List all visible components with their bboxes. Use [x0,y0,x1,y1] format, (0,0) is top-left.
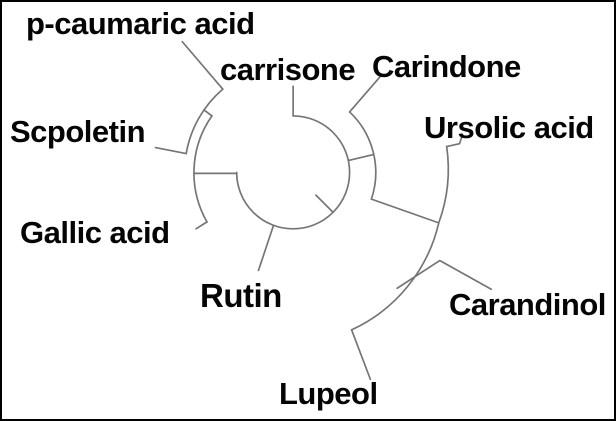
left-inner-arc [193,115,213,223]
far-right-arc-lower [350,222,440,331]
label-scpoletin: Scpoletin [10,114,146,149]
scpoletin-branch [154,146,188,155]
carindone-branch [348,74,383,113]
root-tick [315,194,334,213]
label-p-caumaric-acid: p-caumaric acid [26,6,255,41]
label-carrisone: carrisone [220,52,356,87]
label-ursolic-acid: Ursolic acid [424,110,594,145]
left-arc-jog [203,109,213,117]
left-outer-arc [185,88,224,155]
label-carandinol: Carandinol [449,287,606,322]
p-caumaric-branch [181,40,224,91]
label-rutin: Rutin [200,277,282,314]
rutin-branch [257,225,275,272]
lupeol-branch [350,329,372,381]
label-carindone: Carindone [372,49,521,84]
gallic-branch [195,221,208,230]
label-lupeol: Lupeol [279,376,378,411]
carandinol-branch [396,259,493,291]
mid-right-arc [348,111,377,200]
far-right-arc-upper [437,145,450,224]
east-radial-connector [347,153,375,162]
ursolic-branch [445,133,464,148]
label-gallic-acid: Gallic acid [20,215,170,250]
lower-right-radial-connector [370,198,440,224]
